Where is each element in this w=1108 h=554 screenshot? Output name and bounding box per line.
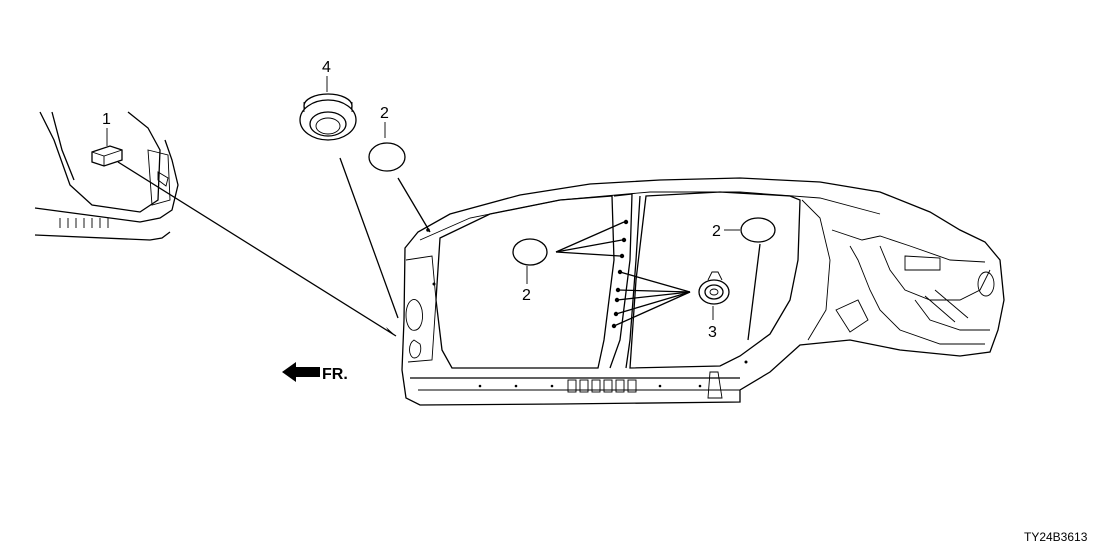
leader-lines-part-3 [613,271,691,327]
sill-slots [567,379,637,393]
plug-part-2-right [740,217,776,243]
leader-line-part-1 [117,161,397,337]
front-direction-arrow-icon [282,362,320,382]
plug-part-2-top [368,142,406,172]
callout-1: 1 [102,111,111,128]
callout-4: 4 [322,59,331,76]
grommet-part-3 [698,271,730,305]
callout-2-center: 2 [522,287,531,304]
plug-part-2-center [512,238,548,266]
leader-line-part-2-top [397,177,431,233]
grommet-part-4 [299,93,357,141]
leader-lines-part-2-center [555,221,625,257]
callout-2-top: 2 [380,105,389,122]
pad-part-1 [91,145,123,167]
callout-2-right: 2 [712,223,721,240]
inset-pillar-fragment [34,111,179,241]
front-direction-label: FR. [322,366,348,383]
body-side-panel [401,177,1005,406]
leader-line-part-4 [339,157,399,319]
callout-3: 3 [708,324,717,341]
diagram-code: TY24B3613 [1024,530,1088,544]
leader-line-part-2-right [747,243,761,341]
